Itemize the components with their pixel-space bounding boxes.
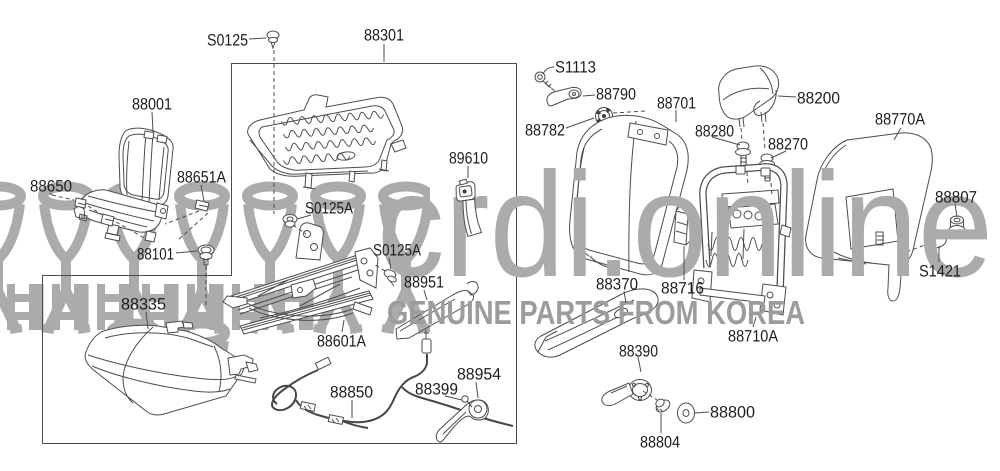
svg-text:88390: 88390: [619, 343, 658, 361]
svg-text:88370: 88370: [596, 276, 638, 294]
svg-text:88701: 88701: [657, 95, 696, 113]
svg-text:S1113: S1113: [555, 59, 596, 77]
svg-text:88807: 88807: [935, 189, 977, 207]
svg-text:88001: 88001: [132, 96, 172, 114]
svg-text:GENUINE PARTS FROM KOREA: GENUINE PARTS FROM KOREA: [387, 295, 805, 332]
svg-text:88951: 88951: [404, 274, 444, 292]
svg-text:88280: 88280: [695, 123, 734, 141]
svg-text:88270: 88270: [768, 136, 808, 154]
svg-text:89610: 89610: [449, 150, 488, 168]
svg-text:88716: 88716: [661, 280, 704, 298]
svg-text:88335: 88335: [121, 296, 166, 314]
svg-text:88850: 88850: [330, 384, 373, 402]
svg-text:88650: 88650: [30, 178, 72, 196]
svg-text:S1421: S1421: [919, 263, 961, 281]
svg-text:88790: 88790: [596, 86, 636, 104]
svg-text:88954: 88954: [457, 366, 501, 384]
svg-text:88782: 88782: [525, 122, 565, 140]
svg-text:S0125A: S0125A: [373, 242, 421, 260]
svg-text:crdi.online: crdi.online: [377, 141, 993, 308]
svg-text:88399: 88399: [415, 381, 458, 399]
svg-text:S0125A: S0125A: [305, 200, 353, 218]
svg-text:88804: 88804: [640, 434, 680, 452]
svg-text:88710A: 88710A: [728, 328, 778, 346]
svg-text:88770A: 88770A: [875, 111, 925, 129]
svg-text:88800: 88800: [710, 404, 755, 422]
svg-text:88301: 88301: [364, 27, 404, 45]
svg-text:S0125: S0125: [207, 32, 248, 50]
svg-text:88601A: 88601A: [317, 333, 366, 351]
svg-text:88651A: 88651A: [177, 169, 226, 187]
svg-text:88101: 88101: [137, 246, 174, 264]
svg-text:88200: 88200: [797, 90, 840, 108]
